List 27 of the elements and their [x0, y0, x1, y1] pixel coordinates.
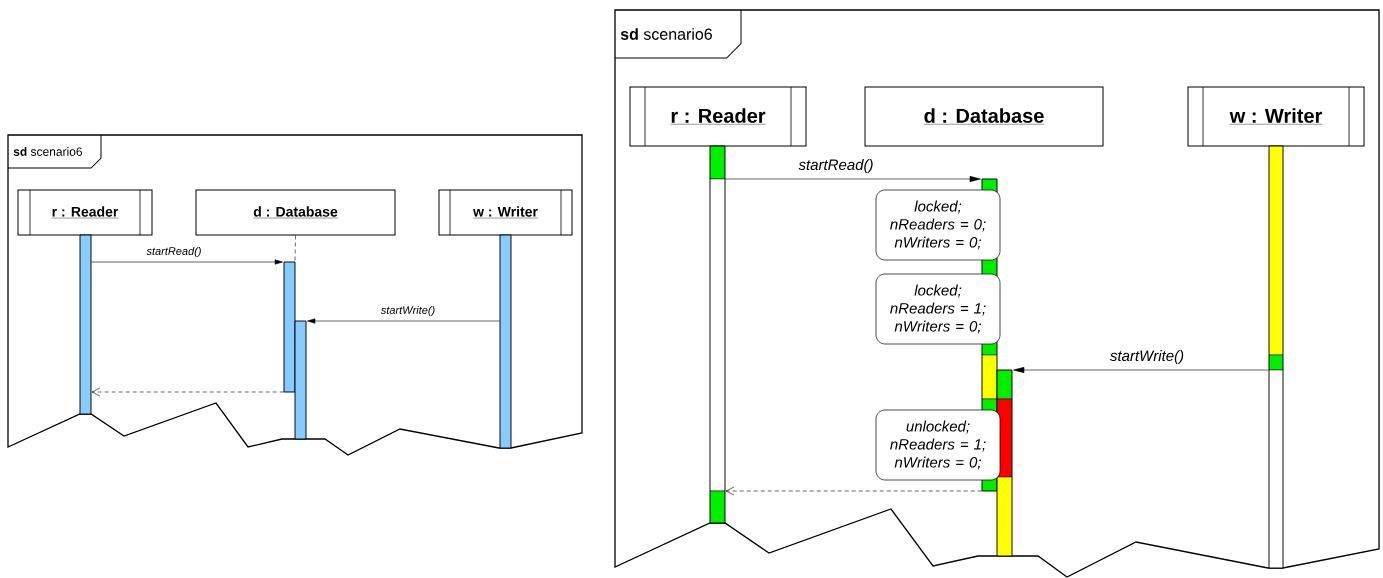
lifeline-head-box: w : Writer: [1187, 86, 1365, 147]
edge-label: startRead(): [145, 245, 203, 259]
message-arrow: [725, 486, 982, 496]
message-arrow: [307, 318, 500, 324]
lifeline-head-box: d : Database: [864, 86, 1104, 147]
activation-bar: [1268, 145, 1284, 569]
activation-bar: [294, 320, 307, 440]
message-arrow: [91, 259, 283, 265]
activation-bar: [499, 234, 512, 449]
edge-label: startRead(): [797, 158, 875, 174]
activation-bar: [283, 261, 296, 393]
lifeline: [294, 235, 296, 262]
activation-bar: [996, 369, 1013, 557]
lifeline-head-box: d : Database: [195, 189, 396, 236]
edge-label: startWrite(): [379, 304, 437, 318]
lifeline-head-box: r : Reader: [17, 189, 153, 236]
note-box: unlocked; nReaders = 1; nWriters = 0;: [875, 409, 1001, 481]
note-box: locked; nReaders = 0; nWriters = 0;: [875, 189, 1001, 261]
edge-label: startWrite(): [1108, 349, 1186, 365]
message-arrow: [1013, 367, 1269, 373]
note-box: locked; nReaders = 1; nWriters = 0;: [875, 273, 1001, 345]
lifeline-head-box: r : Reader: [629, 86, 807, 147]
activation-bar: [709, 145, 726, 524]
lifeline-head-box: w : Writer: [438, 189, 573, 236]
message-arrow: [725, 176, 981, 182]
message-arrow: [91, 387, 284, 397]
activation-bar: [79, 234, 92, 415]
